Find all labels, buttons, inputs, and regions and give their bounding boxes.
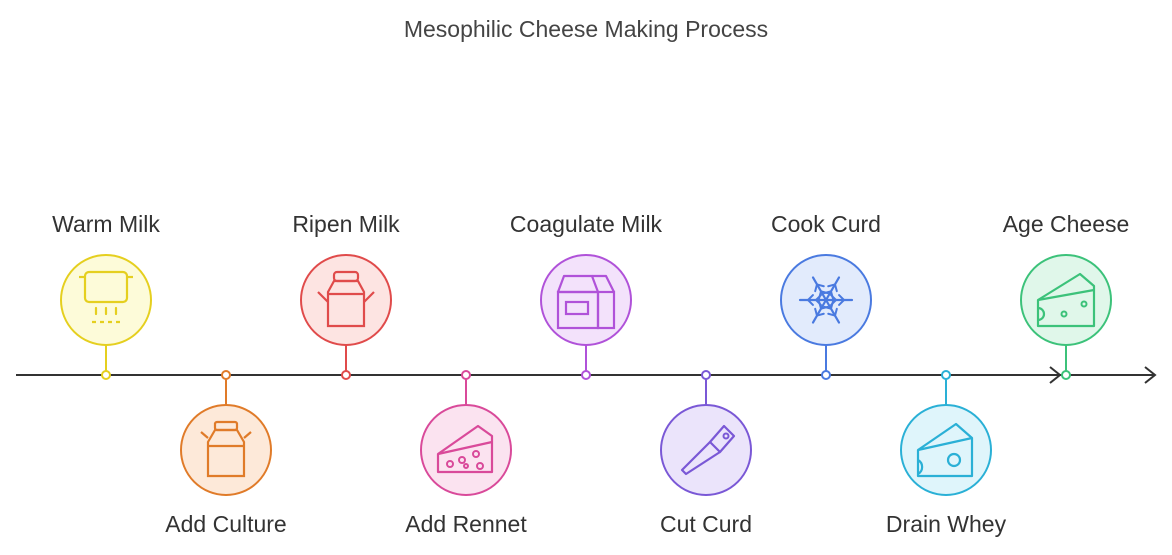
diagram-title: Mesophilic Cheese Making Process	[403, 16, 769, 42]
step-label: Cut Curd	[659, 511, 753, 537]
step-3	[300, 254, 392, 380]
step-circle	[660, 404, 752, 496]
step-label: Ripen Milk	[292, 211, 400, 237]
step-9	[1020, 254, 1112, 380]
step-node	[941, 370, 951, 380]
step-7	[780, 254, 872, 380]
step-node	[1061, 370, 1071, 380]
step-node	[461, 370, 471, 380]
step-circle	[1020, 254, 1112, 346]
step-node	[101, 370, 111, 380]
pot-icon	[79, 270, 133, 324]
step-node	[821, 370, 831, 380]
arrow-head-inner	[1049, 366, 1062, 384]
step-label: Age Cheese	[1002, 211, 1130, 237]
step-circle	[60, 254, 152, 346]
step-label: Drain Whey	[885, 511, 1007, 537]
step-label: Add Culture	[165, 511, 287, 537]
step-node	[341, 370, 351, 380]
step-label: Cook Curd	[771, 211, 881, 237]
step-label: Warm Milk	[52, 211, 160, 237]
knife-icon	[680, 424, 736, 476]
step-node	[701, 370, 711, 380]
step-6	[660, 370, 752, 496]
step-circle	[300, 254, 392, 346]
milk-jug-icon	[317, 270, 375, 328]
snowflake-icon	[798, 276, 854, 324]
step-4	[420, 370, 512, 496]
step-2	[180, 370, 272, 496]
step-1	[60, 254, 152, 380]
step-circle	[420, 404, 512, 496]
step-circle	[540, 254, 632, 346]
step-label: Add Rennet	[405, 511, 527, 537]
cheese-wedge-icon	[916, 422, 974, 478]
step-circle	[900, 404, 992, 496]
step-node	[581, 370, 591, 380]
step-label: Coagulate Milk	[509, 211, 663, 237]
step-8	[900, 370, 992, 496]
arrow-head-outer	[1144, 366, 1157, 384]
cheese-icon	[436, 424, 494, 474]
step-5	[540, 254, 632, 380]
aged-cheese-icon	[1036, 272, 1096, 328]
milk-carton-icon	[556, 274, 616, 330]
milk-can-icon	[200, 420, 252, 478]
step-circle	[180, 404, 272, 496]
step-node	[221, 370, 231, 380]
